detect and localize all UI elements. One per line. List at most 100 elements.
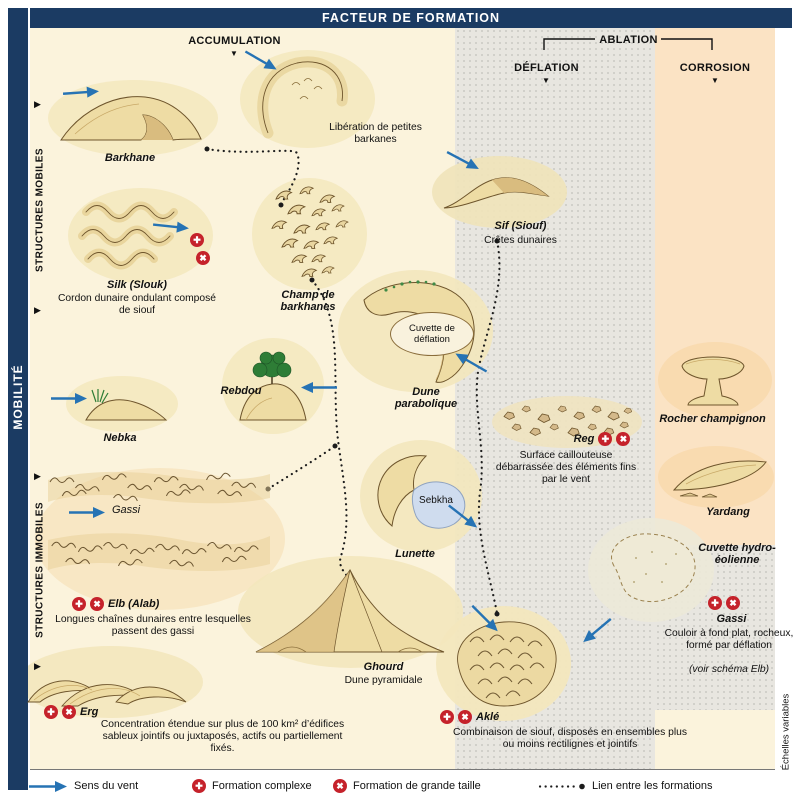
- gassi-right-note: (voir schéma Elb): [688, 664, 770, 675]
- yardang-label: Yardang: [706, 506, 750, 518]
- wind-arrow-icon: [50, 392, 88, 405]
- formation-complexe-icon: ✚: [190, 233, 204, 247]
- champ-barkhanes-illustration: [271, 186, 349, 277]
- rebdou-illustration: [239, 351, 307, 421]
- accumulation-header: ACCUMULATION: [188, 35, 281, 47]
- wind-arrow-icon: [241, 45, 280, 75]
- erg-label-row: ✚ ✖ Erg: [44, 705, 98, 719]
- nebka-label: Nebka: [103, 432, 137, 444]
- elb-label: Elb (Alab): [108, 597, 160, 610]
- formation-complexe-icon: ✚: [192, 779, 206, 793]
- range-marker-icon: ▶: [34, 99, 41, 109]
- scale-footnote: Échelles variables: [780, 693, 792, 771]
- erg-label: Erg: [80, 705, 99, 718]
- formation-grande-taille-icon: ✖: [333, 779, 347, 793]
- cuvette-deflation-area: Cuvette de déflation: [390, 312, 474, 356]
- sif-illustration: [443, 177, 550, 209]
- sif-label: Sif (Siouf): [494, 220, 547, 232]
- akle-caption: Combinaison de siouf, disposés en ensemb…: [452, 727, 688, 751]
- formation-complexe-icon: ✚: [44, 705, 58, 719]
- deflation-header: DÉFLATION: [514, 62, 579, 74]
- wind-arrow-icon: [300, 381, 338, 394]
- header-bar: FACTEUR DE FORMATION: [30, 8, 792, 28]
- rocher-champignon-label: Rocher champignon: [659, 413, 766, 425]
- cuvette-deflation-label: Cuvette de déflation: [409, 322, 455, 345]
- lunette-label: Lunette: [395, 548, 435, 560]
- formation-grande-taille-icon: ✖: [196, 251, 210, 265]
- dune-parabolique-label: Dune parabolique: [394, 386, 458, 411]
- down-triangle-icon: ▼: [230, 49, 238, 58]
- reg-label: Reg: [573, 432, 595, 445]
- formation-grande-taille-icon: ✖: [62, 705, 76, 719]
- wind-arrow-icon: [467, 600, 503, 636]
- ablation-bracket: [543, 38, 713, 50]
- formation-grande-taille-icon: ✖: [458, 710, 472, 724]
- gassi-right-caption: Couloir à fond plat, rocheux, formé par …: [664, 628, 794, 652]
- akle-illustration: [457, 621, 557, 707]
- wind-arrow-icon: [151, 218, 190, 235]
- silk-illustration: [78, 201, 178, 270]
- champ-barkhanes-label: Champ de barkhanes: [280, 289, 336, 314]
- ablation-header: ABLATION: [599, 34, 658, 46]
- formation-grande-taille-icon: ✖: [726, 596, 740, 610]
- gassi-corridor-label: Gassi: [112, 504, 141, 516]
- diagram-bottom-rule: [30, 769, 775, 770]
- formation-complexe-icon: ✚: [440, 710, 454, 724]
- deflation-zone-extension: [655, 545, 775, 710]
- wind-arrow-icon: [578, 613, 615, 647]
- range-marker-icon: ▶: [34, 661, 41, 671]
- formation-grande-taille-icon: ✖: [90, 597, 104, 611]
- legend-link-label: Lien entre les formations: [592, 780, 713, 792]
- petites-barkanes-illustration: [257, 56, 348, 139]
- ghourd-label: Ghourd: [363, 661, 404, 673]
- akle-label-row: ✚ ✖ Aklé: [440, 710, 499, 724]
- sebkha-label: Sebkha: [419, 495, 453, 506]
- dune-parabolique-illustration: [363, 280, 475, 383]
- akle-label: Aklé: [476, 710, 500, 723]
- legend-large-label: Formation de grande taille: [353, 780, 481, 792]
- down-triangle-icon: ▼: [542, 76, 550, 85]
- silk-label: Silk (Slouk): [107, 279, 167, 291]
- formation-complexe-icon: ✚: [72, 597, 86, 611]
- formation-complexe-icon: ✚: [708, 596, 722, 610]
- legend-link-icon: [538, 782, 586, 791]
- mobility-axis-label: MOBILITÉ: [11, 364, 25, 430]
- down-triangle-icon: ▼: [711, 76, 719, 85]
- page-title: FACTEUR DE FORMATION: [321, 11, 501, 25]
- sif-caption: Crêtes dunaires: [484, 235, 557, 246]
- ghourd-illustration: [255, 569, 445, 653]
- barkhane-illustration: [60, 96, 202, 141]
- barkhane-label: Barkhane: [104, 152, 156, 164]
- legend-wind-arrow-icon: [28, 780, 68, 793]
- cuvette-hydro-label: Cuvette hydro-éolienne: [698, 542, 776, 567]
- mobility-bar: [8, 8, 28, 790]
- nebka-illustration: [85, 389, 168, 421]
- wind-arrow-icon: [451, 347, 490, 377]
- gassi-right-label: Gassi: [716, 613, 747, 625]
- wind-arrow-icon: [444, 500, 482, 534]
- legend-complex-label: Formation complexe: [212, 780, 312, 792]
- range-marker-icon: ▶: [34, 471, 41, 481]
- rebdou-label: Rebdou: [220, 385, 262, 397]
- range-marker-icon: ▶: [34, 305, 41, 315]
- gassi-right-icons: ✚ ✖: [708, 596, 740, 610]
- yardang-illustration: [672, 460, 767, 498]
- erg-caption: Concentration étendue sur plus de 100 km…: [100, 719, 345, 755]
- corrosion-zone-bottom: [655, 710, 775, 769]
- reg-caption: Surface caillouteuse débarrassée des élé…: [495, 450, 637, 486]
- petites-barkanes-caption: Libération de petites barkanes: [329, 122, 422, 146]
- ghourd-caption: Dune pyramidale: [344, 675, 423, 686]
- wind-arrow-icon: [62, 85, 101, 101]
- wind-arrow-icon: [68, 506, 106, 519]
- wind-arrow-icon: [443, 146, 483, 175]
- erg-illustration: [27, 680, 187, 707]
- structures-mobiles-label: STRUCTURES MOBILES: [34, 148, 46, 272]
- elb-gassi-illustration: [48, 471, 270, 571]
- rocher-champignon-illustration: [681, 356, 745, 406]
- cuvette-hydro-illustration: [611, 533, 696, 602]
- corrosion-header: CORROSION: [679, 62, 751, 74]
- elb-caption: Longues chaînes dunaires entre lesquelle…: [55, 614, 251, 638]
- silk-caption: Cordon dunaire ondulant composé de siouf: [58, 293, 216, 317]
- legend-wind-label: Sens du vent: [74, 780, 139, 792]
